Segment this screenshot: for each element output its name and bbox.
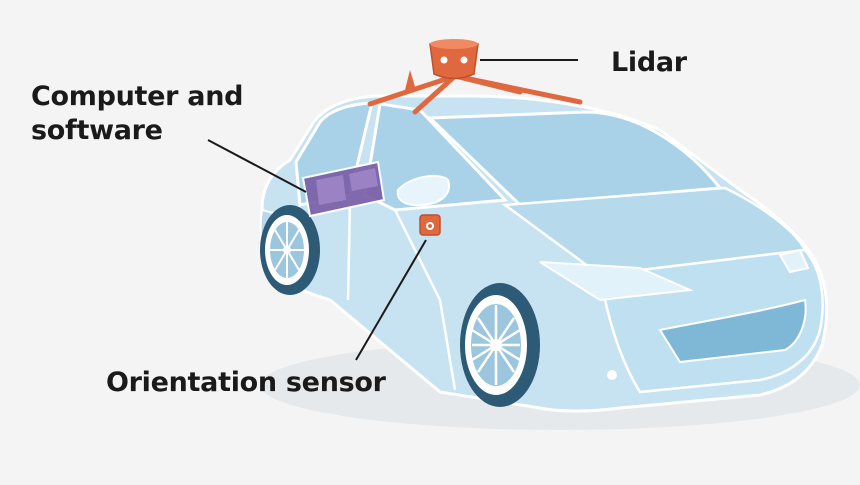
fog-light xyxy=(607,370,617,380)
computer-leader-line xyxy=(207,139,307,193)
orientation-sensor-label: Orientation sensor xyxy=(106,367,386,398)
computer-software-label: Computer and software xyxy=(31,80,243,148)
computer-label-line-2: software xyxy=(31,115,163,146)
side-mirror xyxy=(396,174,450,207)
headlight-right xyxy=(778,248,810,274)
door-line xyxy=(346,199,457,391)
grille xyxy=(658,298,807,364)
computer-label-line-1: Computer and xyxy=(31,81,244,112)
orientation-sensor-icon xyxy=(419,214,441,236)
headlight xyxy=(539,261,694,302)
car-illustration xyxy=(259,94,829,413)
computer-unit-icon xyxy=(301,160,386,218)
lidar-label: Lidar xyxy=(611,47,687,78)
lidar-sensor-icon xyxy=(367,39,583,115)
rear-wheel xyxy=(260,205,320,295)
front-wheel xyxy=(460,283,540,407)
orientation-leader-line xyxy=(355,239,427,361)
